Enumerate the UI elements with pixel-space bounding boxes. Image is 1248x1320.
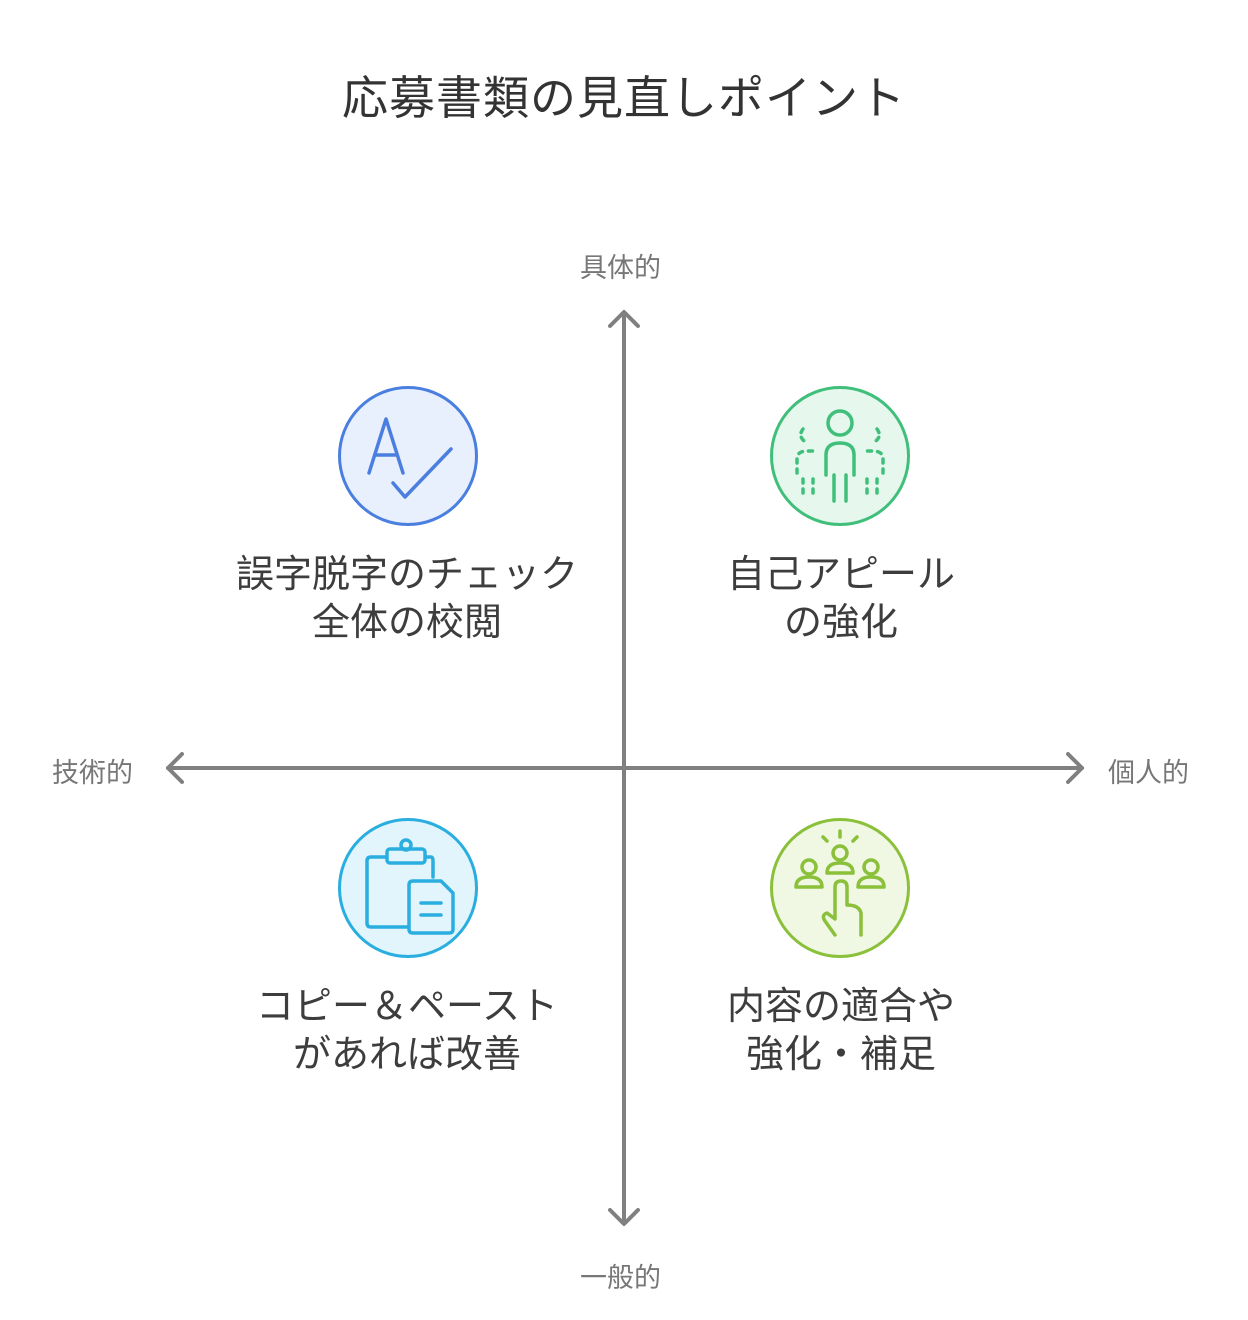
axis-label-bottom: 一般的	[580, 1263, 661, 1294]
spell-check-icon	[338, 386, 478, 526]
axis-label-right: 個人的	[1108, 758, 1189, 789]
caption-top-right: 自己アピール の強化	[726, 552, 955, 644]
arrow-right-icon	[1066, 752, 1084, 784]
arrow-down-icon	[608, 1208, 640, 1226]
caption-top-left: 誤字脱字のチェック 全体の校閲	[235, 552, 578, 644]
axis-label-left: 技術的	[52, 758, 133, 789]
clipboard-copy-icon	[338, 818, 478, 958]
arrow-left-icon	[166, 752, 184, 784]
caption-bottom-left: コピー＆ペースト があれば改善	[255, 984, 559, 1076]
diagram-title: 応募書類の見直しポイント	[342, 71, 906, 125]
axis-label-top: 具体的	[580, 253, 661, 284]
caption-bottom-right: 内容の適合や 強化・補足	[726, 984, 955, 1076]
audience-select-icon	[770, 818, 910, 958]
person-highlight-icon	[770, 386, 910, 526]
arrow-up-icon	[608, 310, 640, 328]
